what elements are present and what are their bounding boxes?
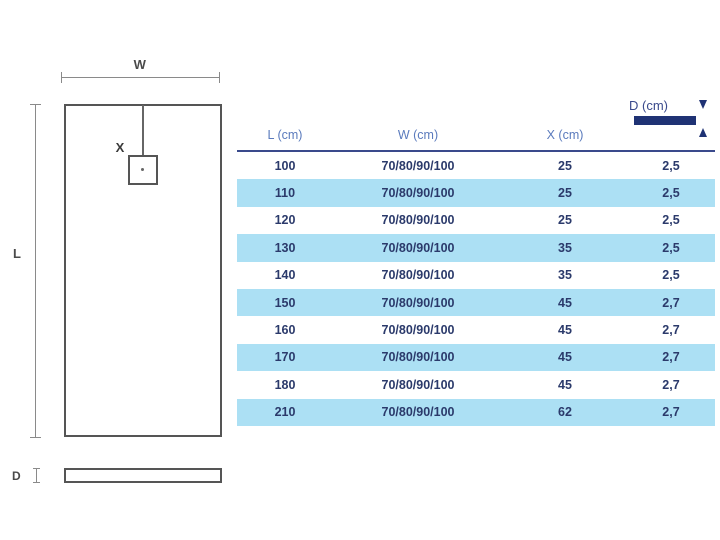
cell-d: 2,7 [662, 295, 680, 310]
cell-w: 70/80/90/100 [381, 158, 455, 173]
drain-center-dot [141, 168, 144, 171]
depth-header-label: D (cm) [629, 98, 668, 113]
table-row: 180 70/80/90/100 45 2,7 [237, 371, 715, 399]
table-row: 150 70/80/90/100 45 2,7 [237, 288, 715, 317]
depth-header-graphic: D (cm) [629, 98, 715, 144]
cell-w: 70/80/90/100 [381, 268, 455, 283]
cell-d: 2,7 [662, 323, 680, 338]
width-dimension-cap-left [61, 72, 62, 83]
table-row: 100 70/80/90/100 25 2,5 [237, 151, 715, 180]
cell-w: 70/80/90/100 [381, 323, 455, 338]
cell-w: 70/80/90/100 [381, 186, 455, 201]
cell-d: 2,5 [662, 268, 680, 283]
cell-l: 140 [274, 268, 296, 283]
length-dimension-line [35, 104, 36, 437]
cell-l: 180 [274, 377, 296, 392]
cell-x: 25 [558, 158, 572, 173]
cell-l: 210 [274, 405, 296, 420]
cell-w: 70/80/90/100 [381, 295, 455, 310]
cell-x: 45 [558, 350, 572, 365]
arrow-down-icon [699, 100, 707, 109]
cell-d: 2,7 [662, 377, 680, 392]
drain-offset-leader-line [142, 105, 144, 170]
width-dimension-line [61, 77, 219, 78]
cell-x: 25 [558, 186, 572, 201]
cell-w: 70/80/90/100 [381, 377, 455, 392]
cell-x: 45 [558, 295, 572, 310]
cell-d: 2,7 [662, 350, 680, 365]
cell-d: 2,5 [662, 240, 680, 255]
cell-x: 45 [558, 377, 572, 392]
cell-d: 2,5 [662, 213, 680, 228]
table-row: 210 70/80/90/100 62 2,7 [237, 398, 715, 426]
cell-l: 130 [274, 240, 296, 255]
specification-table: L (cm) W (cm) X (cm) 100 70/80/90/100 25 2,… [237, 100, 715, 426]
cell-x: 35 [558, 240, 572, 255]
cell-d: 2,5 [662, 186, 680, 201]
cell-w: 70/80/90/100 [381, 405, 455, 420]
table-row: 170 70/80/90/100 45 2,7 [237, 343, 715, 372]
length-dimension-cap-top [30, 104, 41, 105]
depth-dimension-label: D [12, 469, 21, 483]
cell-w: 70/80/90/100 [381, 350, 455, 365]
cell-l: 150 [274, 295, 296, 310]
depth-dimension-tick [33, 468, 40, 483]
cell-w: 70/80/90/100 [381, 213, 455, 228]
shower-tray-side-profile [64, 468, 222, 483]
cell-l: 170 [274, 350, 296, 365]
cell-l: 120 [274, 213, 296, 228]
drain-offset-label: X [115, 140, 125, 155]
width-dimension-label: W [133, 57, 147, 72]
table-header-row: L (cm) W (cm) X (cm) [237, 100, 715, 151]
column-header-drain-offset: X (cm) [546, 128, 584, 142]
cell-x: 62 [558, 405, 572, 420]
column-header-width: W (cm) [397, 128, 439, 142]
cell-w: 70/80/90/100 [381, 240, 455, 255]
cell-x: 45 [558, 323, 572, 338]
table-body: 100 70/80/90/100 25 2,5 110 70/80/90/100 25 2,5… [237, 151, 715, 426]
width-dimension-cap-right [219, 72, 220, 83]
cell-l: 110 [274, 186, 296, 201]
table-row: 110 70/80/90/100 25 2,5 [237, 179, 715, 207]
arrow-up-icon [699, 128, 707, 137]
cell-l: 100 [274, 158, 296, 173]
table-header: L (cm) W (cm) X (cm) [237, 100, 715, 151]
specification-table-wrap: D (cm) L (cm) W (cm) X (cm) 100 70/80/90/… [237, 98, 715, 426]
cell-x: 35 [558, 268, 572, 283]
table-row: 160 70/80/90/100 45 2,7 [237, 316, 715, 344]
length-dimension-label: L [13, 246, 21, 261]
table-row: 140 70/80/90/100 35 2,5 [237, 261, 715, 289]
length-dimension-cap-bottom [30, 437, 41, 438]
cell-l: 160 [274, 323, 296, 338]
cell-d: 2,5 [662, 158, 680, 173]
table-row: 120 70/80/90/100 25 2,5 [237, 206, 715, 235]
technical-drawing: W L X D [0, 0, 235, 540]
cell-x: 25 [558, 213, 572, 228]
table-row: 130 70/80/90/100 35 2,5 [237, 234, 715, 262]
cell-d: 2,7 [662, 405, 680, 420]
column-header-length: L (cm) [267, 128, 303, 142]
depth-bar-icon [634, 116, 696, 125]
